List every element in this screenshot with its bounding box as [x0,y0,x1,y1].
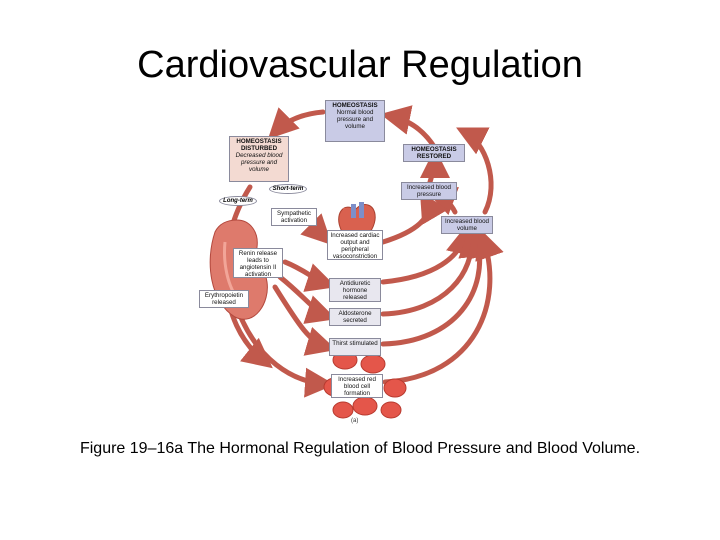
slide-title: Cardiovascular Regulation [137,44,583,86]
increased-bv-label: Increased blood volume [444,218,490,232]
homeostasis-heading: HOMEOSTASIS [332,102,378,109]
disturbed-heading: HOMEOSTASIS DISTURBED [236,138,282,152]
restored-heading: HOMEOSTASIS RESTORED [411,146,457,160]
erythropoietin-box: Erythropoietin released [199,290,249,308]
long-term-label: Long-term [223,198,253,204]
arrow-right-arc [456,127,494,215]
short-term-oval: Short-term [269,184,307,194]
homeostasis-box: HOMEOSTASIS Normal blood pressure and vo… [325,100,385,142]
aldosterone-label: Aldosterone secreted [338,310,372,324]
thirst-label: Thirst stimulated [332,340,378,347]
arrow-symp-cardiac [300,213,333,246]
disturbed-body: Decreased blood pressure and volume [235,152,283,173]
arrow-thirst-bv [380,227,497,347]
arrow-adh-bv [380,224,476,285]
aldosterone-box: Aldosterone secreted [329,308,381,326]
adh-box: Antidiuretic hormone released [329,278,381,302]
sympathetic-box: Sympathetic activation [271,208,317,226]
cardiac-output-label: Increased cardiac output and peripheral … [330,232,380,260]
cardiac-output-box: Increased cardiac output and peripheral … [327,230,383,260]
thirst-box: Thirst stimulated [329,338,381,356]
arrow-cardiac-bp [380,191,449,245]
arrow-rbc-bv [382,228,504,385]
homeostasis-disturbed-box: HOMEOSTASIS DISTURBED Decreased blood pr… [229,136,289,182]
long-term-oval: Long-term [219,196,257,206]
diagram-artwork [209,105,504,419]
arrow-to-rbc [232,299,335,398]
arrow-renin-thirst [272,284,337,356]
arrow-to-disturbed [267,107,326,140]
homeostasis-restored-box: HOMEOSTASIS RESTORED [403,144,465,162]
figure-caption: Figure 19–16a The Hormonal Regulation of… [79,440,641,457]
increased-bp-box: Increased blood pressure [401,182,457,200]
renin-box: Renin release leads to angiotensin II ac… [233,248,283,278]
regulation-diagram: HOMEOSTASIS Normal blood pressure and vo… [195,92,515,432]
arrow-renin-aldo [277,274,337,324]
increased-bp-label: Increased blood pressure [406,184,452,198]
short-term-label: Short-term [272,186,304,192]
increased-bv-box: Increased blood volume [441,216,493,234]
arrow-renin-adh [282,259,337,292]
rbc-formation-box: Increased red blood cell formation [331,374,383,398]
sympathetic-label: Sympathetic activation [276,210,312,224]
adh-label: Antidiuretic hormone released [339,280,371,301]
renin-label: Renin release leads to angiotensin II ac… [238,250,278,278]
homeostasis-body: Normal blood pressure and volume [336,109,374,130]
rbc-formation-label: Increased red blood cell formation [338,376,376,397]
panel-label: (a) [351,418,359,424]
erythropoietin-label: Erythropoietin released [204,292,244,306]
